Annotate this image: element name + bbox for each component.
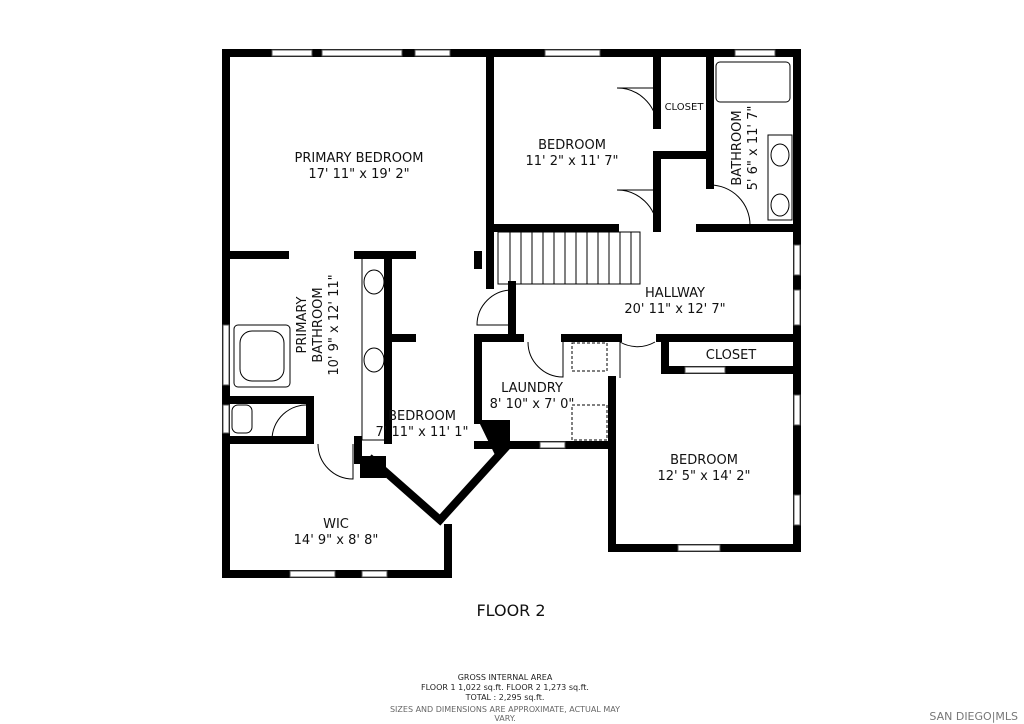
room-name: BEDROOM <box>670 453 738 468</box>
room-name: PRIMARY BEDROOM <box>295 151 424 166</box>
room-size: 17' 11" x 19' 2" <box>308 167 409 182</box>
room-size: 7' 11" x 11' 1" <box>376 425 469 440</box>
doors <box>271 87 751 480</box>
room-size: 11' 2" x 11' 7" <box>526 154 619 169</box>
stairs <box>497 231 641 285</box>
room-name: HALLWAY <box>645 286 705 301</box>
room-name: BEDROOM <box>388 409 456 424</box>
area-floors: FLOOR 1 1,022 sq.ft. FLOOR 2 1,273 sq.ft… <box>421 683 589 692</box>
room-name: LAUNDRY <box>501 381 563 396</box>
room-name: CLOSET <box>706 348 757 363</box>
disclaimer: SIZES AND DIMENSIONS ARE APPROXIMATE, AC… <box>389 705 621 723</box>
floor-title: FLOOR 2 <box>476 601 545 620</box>
room-name: BATHROOM <box>730 110 745 185</box>
walls <box>222 49 801 578</box>
room-size: 5' 6" x 11' 7" <box>746 106 761 191</box>
room-name: PRIMARY <box>295 296 310 353</box>
watermark-logo: SAN DIEGO|MLS <box>929 710 1018 723</box>
fixtures <box>231 61 793 441</box>
area-heading: GROSS INTERNAL AREA <box>457 673 553 682</box>
room-size: 12' 5" x 14' 2" <box>658 469 751 484</box>
room-size: 8' 10" x 7' 0" <box>490 397 575 412</box>
room-size: 10' 9" x 12' 11" <box>327 274 342 375</box>
room-name: BATHROOM <box>311 287 326 362</box>
area-total: TOTAL : 2,295 sq.ft. <box>465 693 545 702</box>
room-name: WIC <box>323 517 349 532</box>
windows <box>222 49 801 578</box>
room-name: BEDROOM <box>538 138 606 153</box>
room-labels: PRIMARY BEDROOM 17' 11" x 19' 2" BEDROOM… <box>294 102 761 548</box>
room-name: CLOSET <box>665 102 705 113</box>
room-size: 14' 9" x 8' 8" <box>294 533 379 548</box>
room-size: 20' 11" x 12' 7" <box>624 302 725 317</box>
